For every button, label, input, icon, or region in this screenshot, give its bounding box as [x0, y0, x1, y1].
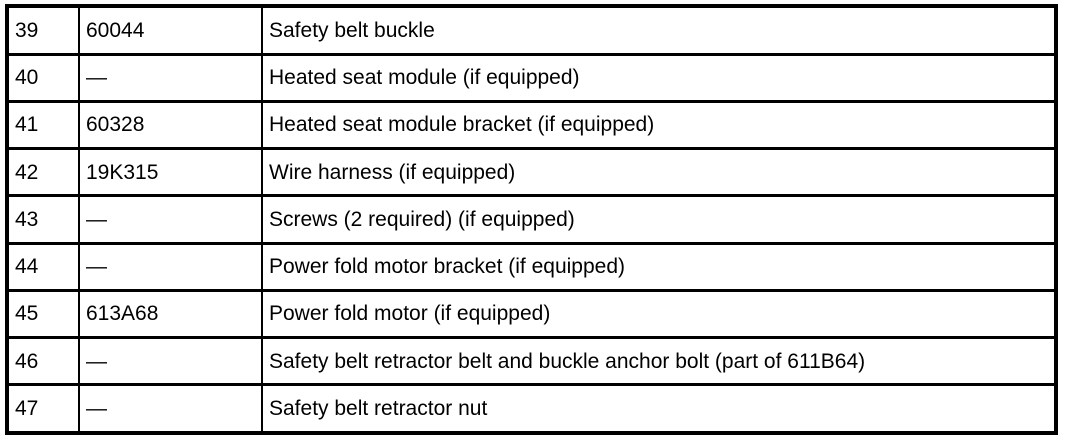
description-cell: Safety belt retractor belt and buckle an… [261, 336, 1057, 387]
description-cell: Power fold motor (if equipped) [261, 288, 1057, 340]
table-row: 47—Safety belt retractor nut [6, 383, 1057, 435]
item-number-cell: 46 [6, 336, 80, 387]
item-number-cell: 40 [6, 52, 80, 103]
description-cell: Wire harness (if equipped) [261, 147, 1057, 198]
table-row: 44—Power fold motor bracket (if equipped… [6, 241, 1057, 292]
part-number-cell: — [78, 52, 263, 103]
description-cell: Power fold motor bracket (if equipped) [261, 241, 1057, 292]
item-number-cell: 43 [6, 194, 80, 245]
item-number-cell: 45 [6, 288, 80, 340]
item-number-cell: 42 [6, 147, 80, 198]
table-row: 40—Heated seat module (if equipped) [6, 52, 1057, 103]
table-row: 43—Screws (2 required) (if equipped) [6, 194, 1057, 245]
table-row: 46—Safety belt retractor belt and buckle… [6, 336, 1057, 387]
part-number-cell: — [78, 241, 263, 292]
description-cell: Heated seat module (if equipped) [261, 52, 1057, 103]
part-number-cell: — [78, 336, 263, 387]
item-number-cell: 41 [6, 99, 80, 151]
part-number-cell: 19K315 [78, 147, 263, 198]
description-cell: Safety belt buckle [261, 4, 1057, 56]
description-cell: Heated seat module bracket (if equipped) [261, 99, 1057, 151]
part-number-cell: — [78, 383, 263, 435]
part-number-cell: 60328 [78, 99, 263, 151]
item-number-cell: 44 [6, 241, 80, 292]
description-cell: Screws (2 required) (if equipped) [261, 194, 1057, 245]
item-number-cell: 47 [6, 383, 80, 435]
description-cell: Safety belt retractor nut [261, 383, 1057, 435]
part-number-cell: 613A68 [78, 288, 263, 340]
part-number-cell: 60044 [78, 4, 263, 56]
item-number-cell: 39 [6, 4, 80, 56]
part-number-cell: — [78, 194, 263, 245]
